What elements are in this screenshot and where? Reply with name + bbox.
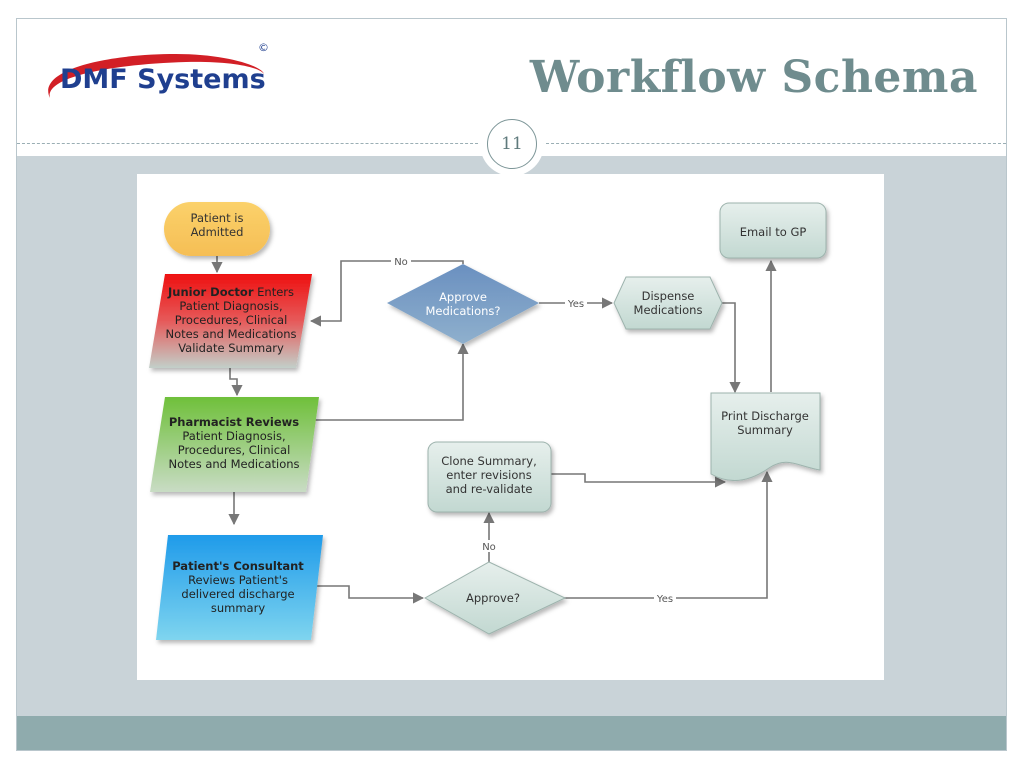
edge-label-approve-no: No <box>482 542 496 553</box>
node-label-line: Junior Doctor Enters <box>167 285 294 299</box>
node-label-bold: Patient's Consultant <box>172 559 304 573</box>
edge-label-meds-yes: Yes <box>567 299 584 310</box>
edge-label-meds-no: No <box>394 257 408 268</box>
node-label-line: Notes and Medications <box>168 457 299 471</box>
header-divider-right <box>541 143 1006 144</box>
node-label-line: Validate Summary <box>178 341 284 355</box>
slide-title: Workflow Schema <box>529 52 978 103</box>
node-label-line: Patient is <box>191 211 244 225</box>
edge-pharmacist-to-approve-meds <box>315 342 469 421</box>
node-label-line: summary <box>211 601 265 615</box>
node-label-line: Print Discharge <box>721 409 809 423</box>
node-label-line: delivered discharge <box>181 587 294 601</box>
dmf-logo: DMF Systems © <box>48 41 269 98</box>
edge-consultant-to-approve <box>315 585 425 604</box>
node-label-line: and re-validate <box>446 482 533 496</box>
node-label-line: Patient Diagnosis, <box>179 299 282 313</box>
node-label-line: Reviews Patient's <box>188 573 288 587</box>
logo-text: DMF Systems <box>60 64 266 95</box>
logo-copyright-mark: © <box>258 41 269 54</box>
node-label-line: Summary <box>737 423 793 437</box>
page-number: 11 <box>487 119 537 169</box>
node-label-line: Approve <box>439 290 487 304</box>
node-label-bold: Pharmacist Reviews <box>169 415 299 429</box>
node-label-line: Medications? <box>426 304 501 318</box>
node-label-line: Pharmacist Reviews <box>169 415 299 429</box>
footer-band <box>17 716 1006 750</box>
edge-clone-to-print <box>550 473 727 488</box>
node-label-line: Admitted <box>191 225 244 239</box>
edge-label-approve-yes: Yes <box>656 594 673 605</box>
node-label-line: Clone Summary, <box>441 454 537 468</box>
node-label-approve: Approve? <box>466 591 520 605</box>
node-label-line: enter revisions <box>446 468 531 482</box>
node-label-email-gp: Email to GP <box>740 225 807 239</box>
node-label-line: Medications <box>634 303 703 317</box>
node-label-line: Procedures, Clinical <box>175 313 288 327</box>
edge-approve-yes <box>564 470 773 599</box>
edge-label-group: No Yes No Yes <box>391 256 676 605</box>
node-email-gp: Email to GP <box>719 202 827 259</box>
edge-junior-to-pharmacist <box>229 368 243 397</box>
node-label-line: Dispense <box>642 289 695 303</box>
node-label-line: Patient's Consultant <box>172 559 304 573</box>
node-approve: Approve? <box>423 561 567 635</box>
node-label-line: Procedures, Clinical <box>178 443 291 457</box>
edge-meds-no <box>309 260 464 327</box>
header-divider-left <box>17 143 483 144</box>
edge-dispense-to-print <box>722 302 741 394</box>
node-label-line: Patient Diagnosis, <box>182 429 285 443</box>
connectors <box>211 256 777 604</box>
logo-swoosh <box>48 54 264 98</box>
node-label-line: Email to GP <box>740 225 807 239</box>
node-label-line: Notes and Medications <box>165 327 296 341</box>
node-label-bold: Junior Doctor <box>167 285 254 299</box>
node-label-line: Approve? <box>466 591 520 605</box>
